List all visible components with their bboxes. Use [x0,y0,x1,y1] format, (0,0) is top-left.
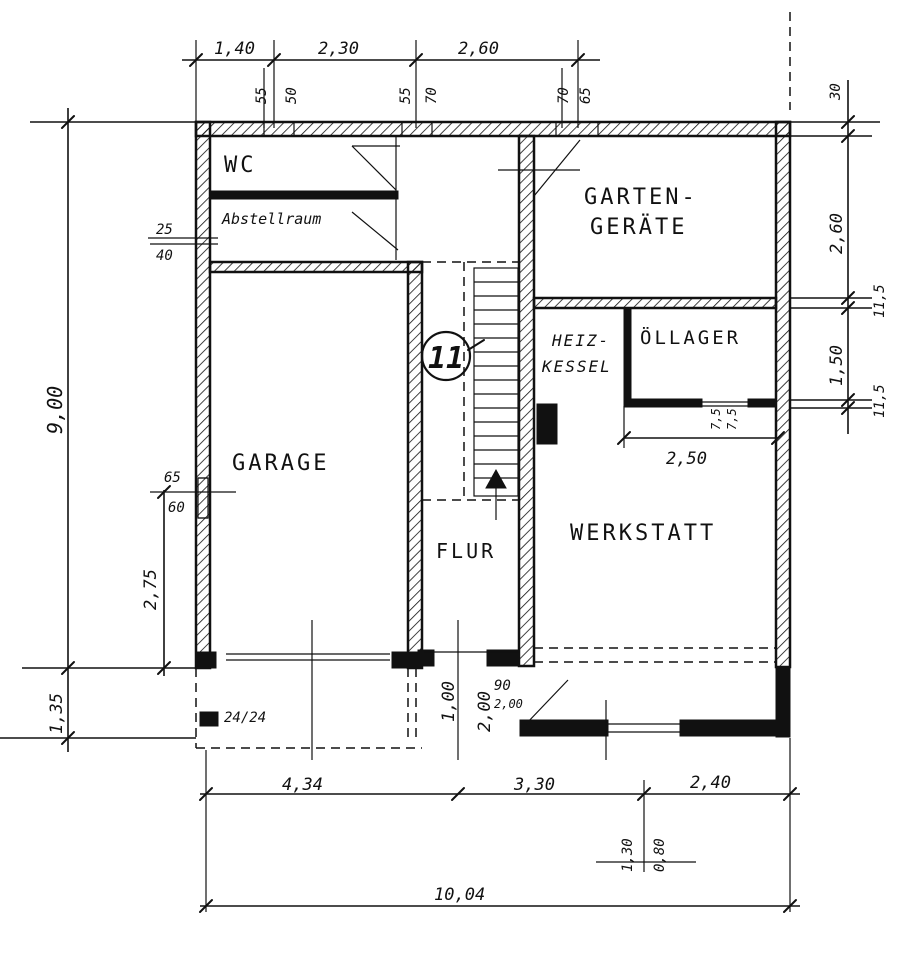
room-gartengeraete-2: GERÄTE [590,214,687,240]
room-oellager: ÖLLAGER [640,326,741,349]
dimension-labels: 1,40 2,30 2,60 55 50 55 70 70 65 30 2,60… [43,39,888,905]
wall-top [194,120,792,138]
room-abstellraum: Abstellraum [221,210,321,228]
wall-left [194,120,212,670]
dim-small-4: 60 [168,500,185,516]
room-labels: WC Abstellraum GARAGE GARTEN- GERÄTE HEI… [221,153,741,563]
dim-small-2: 40 [156,248,173,264]
dim-vert-2: 0,80 [652,838,668,872]
dim-top-2: 2,30 [318,39,359,59]
dim-open-1: 55 [254,87,270,104]
dim-vert-1: 1,30 [620,838,636,872]
stair-treads [474,281,518,479]
wall-werkstatt-top [532,296,778,310]
dim-bottom-2: 3,30 [513,775,555,795]
wall-oellager-left [623,307,632,407]
dim-bottom-4: 10,04 [434,885,485,905]
room-flur: FLUR [436,539,496,563]
dim-bottom-1: 4,34 [282,775,323,795]
dim-right-4: 1,50 [827,345,847,386]
room-garage: GARAGE [232,451,329,476]
dashed-outlines [195,12,791,749]
room-wc: WC [224,153,257,178]
wall-right [774,120,792,669]
dim-top-1: 1,40 [214,39,255,59]
dim-int-2: 7,5 [709,408,723,430]
dim-small-3: 65 [164,470,181,486]
dim-right-2: 2,60 [827,213,847,254]
dim-small-1: 25 [156,222,173,238]
dim-bottom-3: 2,40 [690,773,731,793]
wall-garage-right [406,260,424,670]
dim-left-3: 1,35 [47,693,67,734]
upper-stair-lines [351,136,581,260]
openings [197,122,748,733]
dim-open-5: 70 [556,87,572,104]
dimension-lines [0,40,880,913]
stair-outline [473,267,519,497]
dim-int-5: 2,00 [494,697,523,711]
wall-werkstatt-bottom-a [519,719,609,737]
room-werkstatt: WERKSTATT [570,521,716,546]
dim-right-5: 11,5 [872,384,888,418]
wall-flur-post-a [417,649,435,667]
dim-open-3: 55 [398,87,414,104]
room-gartengeraete-1: GARTEN- [584,185,698,210]
room-heizkessel-1: HEIZ- [551,331,610,350]
room-heizkessel-2: KESSEL [541,357,612,376]
staircase: 11 [420,261,519,520]
chimney [536,403,558,445]
dim-left-2: 2,75 [141,569,161,610]
dim-int-8: 24/24 [224,710,266,726]
stair-marker-circle [420,330,472,382]
interior-walls [195,134,791,737]
wall-garage-top [208,260,424,274]
stair-arrow-icon [485,468,507,489]
dim-right-1: 30 [828,83,844,101]
dim-int-6: 1,00 [439,681,459,722]
chimney-small [199,711,219,727]
stair-marker: 11 [428,341,464,376]
dim-right-3: 11,5 [872,284,888,318]
dim-int-3: 7,5 [725,408,739,430]
dim-int-1: 2,50 [666,449,707,469]
dim-int-4: 90 [494,678,511,694]
dim-int-7: 2,00 [475,691,495,732]
dim-open-2: 50 [284,87,300,104]
dim-top-3: 2,60 [458,39,499,59]
wall-oellager-bottom-a [623,398,703,408]
wall-flur-post-b [486,649,520,667]
wall-stair-right [517,134,536,668]
wall-oellager-bottom-b [747,398,777,408]
wall-garage-bottom-a [195,651,217,669]
wall-wc-bottom [209,190,399,200]
dim-open-6: 65 [578,87,594,104]
dim-open-4: 70 [424,87,440,104]
wall-werkstatt-bottom-b [679,719,791,737]
dim-left-1: 9,00 [43,386,67,434]
